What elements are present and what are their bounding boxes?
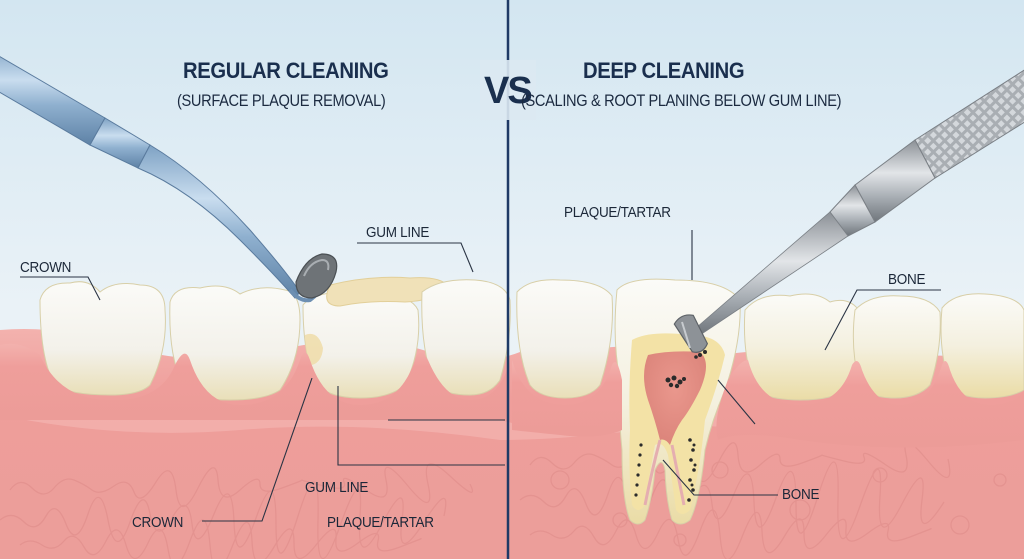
leader-lines (20, 230, 941, 522)
right-gum-overlay (716, 360, 1024, 448)
label-plaque-tartar-top: PLAQUE/TARTAR (564, 204, 671, 221)
label-crown-top: CROWN (20, 259, 72, 276)
tartar-deposits (634, 350, 707, 502)
label-gum-line-top: GUM LINE (366, 224, 430, 241)
right-subtitle: (SCALING & ROOT PLANING BELOW GUM LINE) (521, 91, 842, 110)
label-gum-line-bottom: GUM LINE (305, 479, 369, 496)
scaler-instrument (673, 69, 1024, 353)
left-subtitle: (SURFACE PLAQUE REMOVAL) (177, 91, 386, 110)
left-title: REGULAR CLEANING (183, 58, 389, 83)
left-teeth (39, 276, 511, 401)
left-gum-overlay (0, 343, 510, 420)
vs-label: VS (484, 70, 533, 112)
label-bone-top: BONE (888, 271, 926, 288)
label-plaque-tartar-bottom: PLAQUE/TARTAR (327, 514, 434, 531)
label-bone-bottom: BONE (782, 486, 820, 503)
right-teeth (516, 278, 1024, 525)
bone-texture (0, 441, 1007, 559)
right-title: DEEP CLEANING (583, 58, 745, 83)
label-crown-bottom: CROWN (132, 514, 184, 531)
polishing-instrument (0, 56, 338, 303)
